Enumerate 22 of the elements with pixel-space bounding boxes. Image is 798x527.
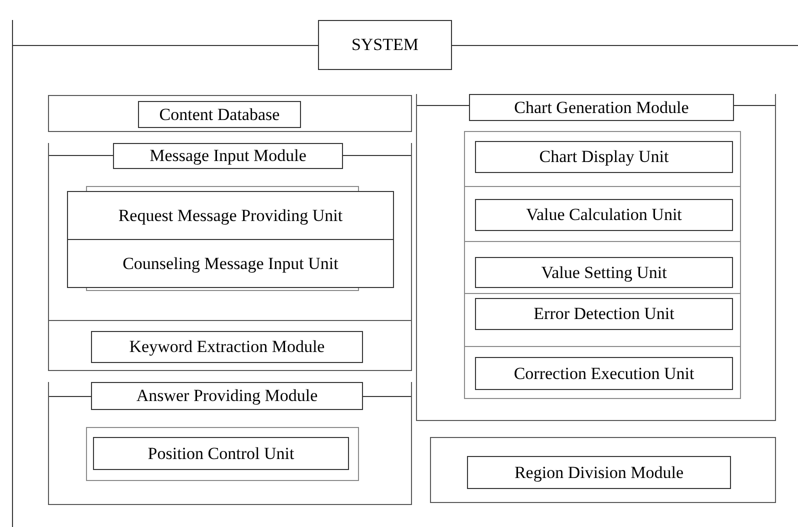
unit-box: Value Calculation Unit bbox=[475, 199, 733, 231]
module-title: Chart Generation Module bbox=[469, 94, 734, 121]
unit-box: Request Message Providing Unit bbox=[67, 191, 394, 240]
unit-box: Counseling Message Input Unit bbox=[67, 239, 394, 288]
module-panel bbox=[48, 320, 412, 371]
module-panel bbox=[48, 95, 412, 132]
module-label: Region Division Module bbox=[467, 456, 731, 489]
unit-box: Error Detection Unit bbox=[475, 298, 733, 330]
system-title: SYSTEM bbox=[318, 20, 452, 70]
system-frame bbox=[12, 20, 798, 527]
module-panel bbox=[430, 437, 776, 503]
module-label: Content Database bbox=[138, 101, 301, 128]
module-label: Keyword Extraction Module bbox=[91, 331, 363, 363]
unit-box: Value Setting Unit bbox=[475, 257, 733, 288]
module-title: Message Input Module bbox=[113, 143, 343, 169]
module-title: Answer Providing Module bbox=[91, 382, 363, 410]
unit-box: Position Control Unit bbox=[93, 437, 349, 470]
module-panel bbox=[48, 143, 412, 321]
unit-box: Correction Execution Unit bbox=[475, 357, 733, 390]
module-panel bbox=[416, 94, 776, 421]
module-panel bbox=[48, 382, 412, 505]
unit-box: Chart Display Unit bbox=[475, 141, 733, 173]
